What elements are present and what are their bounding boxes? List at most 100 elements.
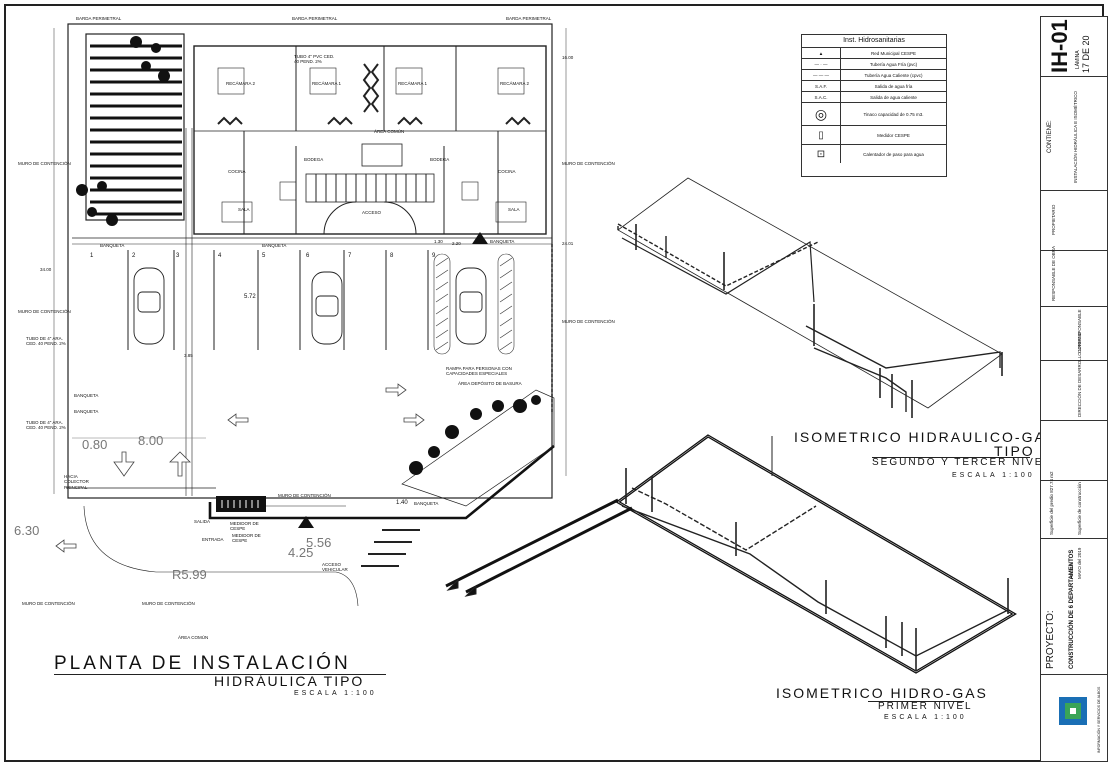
- iso-lower-title: ISOMETRICO HIDRO-GAS: [776, 685, 988, 701]
- label-medidor-1: MEDIDOR DE CESPE: [230, 521, 259, 531]
- label-recamara-1: RECÁMARA 2: [226, 81, 256, 86]
- label-cocina-1: COCINA: [228, 169, 246, 174]
- contiene-label: CONTIENE:: [1047, 120, 1053, 153]
- label-muro-7: MURO DE CONTENCIÓN: [142, 601, 195, 606]
- label-tubo-1: TUBO DE 4" ARA. CED. 40 PEND. 2%: [26, 336, 66, 347]
- parked-cars: [133, 267, 487, 345]
- dim-599: R5.99: [172, 567, 207, 582]
- tb-propietario-cell: PROPIETARIO: [1041, 191, 1107, 251]
- dash-dot-line-icon: — · —: [802, 59, 841, 69]
- iso-upper-scale: ESCALA 1:100: [952, 472, 1035, 479]
- label-acceso-vehicular: ACCESO VEHICULAR: [322, 562, 348, 573]
- label-banqueta-2: BANQUETA: [262, 243, 287, 248]
- dim-1600: 16.00: [562, 55, 574, 60]
- dim-3400: 34.00: [40, 267, 52, 272]
- tb-corresponsable-cell: CORRESPONSABLE: [1041, 307, 1107, 361]
- contiene-value: INSTALACIÓN HIDRÁULICA E ISOMÉTRICO: [1073, 91, 1078, 183]
- parking-number: 7: [348, 253, 352, 259]
- label-banqueta-5: BANQUETA: [74, 409, 99, 414]
- parking-number: 9: [432, 253, 436, 259]
- parking-number: 4: [218, 253, 222, 259]
- label-medidor-2: MEDIDOR DE CESPE: [232, 533, 261, 543]
- legend-desc: Red Municipal CESPE: [870, 50, 917, 56]
- iso-upper-title: ISOMETRICO HIDRAULICO-GAS: [794, 429, 1058, 445]
- label-cocina-2: COCINA: [498, 169, 516, 174]
- company-logo-icon: [1059, 697, 1087, 725]
- parking-number: 3: [176, 253, 180, 259]
- superficie-label: Superficie del predio 827.74 m2: [1049, 471, 1054, 535]
- label-muro-1: MURO DE CONTENCIÓN: [18, 161, 71, 166]
- dim-080: 0.80: [82, 437, 108, 452]
- label-tubo-top: TUBO 4" PVC CED. 40 PEND. 2%: [294, 54, 335, 65]
- legend-title: Inst. Hidrosanitarias: [802, 35, 946, 48]
- drawing-sheet: BARDA PERIMETRAL BARDA PERIMETRAL BARDA …: [4, 4, 1108, 762]
- dim-220: 2.20: [452, 241, 461, 246]
- dim-2401: 24.01: [562, 241, 574, 246]
- proyecto-label: PROYECTO:: [1045, 610, 1056, 669]
- dim-425: 4.25: [288, 545, 314, 560]
- label-recamara-3: RECÁMARA 1: [398, 81, 428, 86]
- label-area-comun: ÁREA COMÚN: [374, 129, 405, 134]
- label-recamara-4: RECÁMARA 2: [500, 81, 530, 86]
- tb-director-cell: DIRECCIÓN DE DESARROLLO URBANO: [1041, 332, 1107, 421]
- label-bodega-2: BODEGA: [430, 157, 450, 162]
- plan-title-underline: [54, 674, 386, 675]
- dim-630: 6.30: [14, 523, 40, 538]
- iso-lower-subtitle: PRIMER NIVEL: [878, 701, 973, 712]
- label-area-comun-2: ÁREA COMÚN: [178, 635, 209, 640]
- tb-contiene-cell: CONTIENE: INSTALACIÓN HIDRÁULICA E ISOMÉ…: [1041, 77, 1107, 191]
- legend-sym: S.A.C.: [802, 92, 841, 102]
- legend-box: Inst. Hidrosanitarias ▲Red Municipal CES…: [801, 34, 947, 177]
- construccion-label: Superficie de construcción: [1077, 482, 1082, 535]
- label-barda-3: BARDA PERIMETRAL: [506, 16, 552, 21]
- legend-row: ▲Red Municipal CESPE: [802, 48, 946, 59]
- label-muro-6: MURO DE CONTENCIÓN: [22, 601, 75, 606]
- dim-130: 1.30: [434, 239, 443, 244]
- label-barda-1: BARDA PERIMETRAL: [76, 16, 122, 21]
- label-banqueta-3: BANQUETA: [490, 239, 515, 244]
- director-label: DIRECCIÓN DE DESARROLLO URBANO: [1077, 331, 1082, 417]
- legend-desc: Medidor CESPE: [877, 132, 910, 138]
- dim-800: 8.00: [138, 433, 164, 448]
- tb-sheet-cell: IH-01 LÁMINA 17 DE 20: [1041, 17, 1107, 77]
- plan-scale: ESCALA 1:100: [294, 690, 377, 697]
- tank-icon: ◎: [802, 103, 841, 125]
- dim-556: 5.56: [306, 535, 332, 550]
- legend-row: — · — Tubería Agua Fría (pvc): [802, 59, 946, 70]
- tb-responsable-cell: RESPONSABLE DE OBRA: [1041, 246, 1107, 307]
- legend-desc: Calentador de paso para agua: [863, 151, 924, 157]
- plan-title: PLANTA DE INSTALACIÓN: [54, 653, 351, 674]
- label-hacia-colector: HACIA COLECTOR PRINCIPAL: [64, 474, 89, 490]
- label-acceso: ACCESO: [362, 210, 382, 215]
- heater-icon: ⊡: [802, 145, 841, 163]
- legend-desc: Salida de agua fría: [874, 83, 913, 89]
- plan-drawing: [53, 23, 1017, 674]
- parking-number: 6: [306, 253, 310, 259]
- fecha-value: MAYO del 2019: [1077, 547, 1082, 579]
- label-banqueta-1: BANQUETA: [100, 243, 125, 248]
- meter-icon: ▯: [802, 126, 841, 144]
- legend-row: ◎ Tinaco capacidad de 0.75 m3.: [802, 103, 946, 126]
- label-sala-1: SALA: [238, 207, 250, 212]
- parking-number: 5: [262, 253, 266, 259]
- label-barda-2: BARDA PERIMETRAL: [292, 16, 338, 21]
- label-muro-4: MURO DE CONTENCIÓN: [562, 319, 615, 324]
- label-banqueta-6: BANQUETA: [414, 501, 439, 506]
- label-muro-5: MURO DE CONTENCIÓN: [278, 493, 331, 498]
- iso-lower-drawing: [445, 434, 1017, 674]
- tb-blank-cell: [1041, 421, 1107, 481]
- label-rampa: RAMPA PARA PERSONAS CON CAPACIDADES ESPE…: [446, 366, 512, 377]
- iso-lower-scale: ESCALA 1:100: [884, 714, 967, 721]
- iso-lower-underline: [868, 701, 964, 702]
- footer-text: INFORMACIÓN Y SERVICIOS DE ALBOS: [1097, 686, 1101, 753]
- parking-number: 2: [132, 253, 136, 259]
- label-recamara-2: RECÁMARA 1: [312, 81, 342, 86]
- legend-desc: Tinaco capacidad de 0.75 m3.: [863, 111, 924, 117]
- plan-subtitle: HIDRÁULICA TIPO: [214, 673, 365, 689]
- legend-desc: Tubería Agua Fría (pvc): [869, 61, 918, 67]
- iso-upper-title-2: TIPO: [994, 443, 1035, 459]
- tb-superficie-cell: Superficie del predio 827.74 m2 Superfic…: [1041, 471, 1107, 539]
- legend-row: S.A.F.Salida de agua fría: [802, 81, 946, 92]
- label-deposito: ÁREA DEPÓSITO DE BASURA: [458, 381, 522, 386]
- dim-385: 3.85: [184, 353, 193, 358]
